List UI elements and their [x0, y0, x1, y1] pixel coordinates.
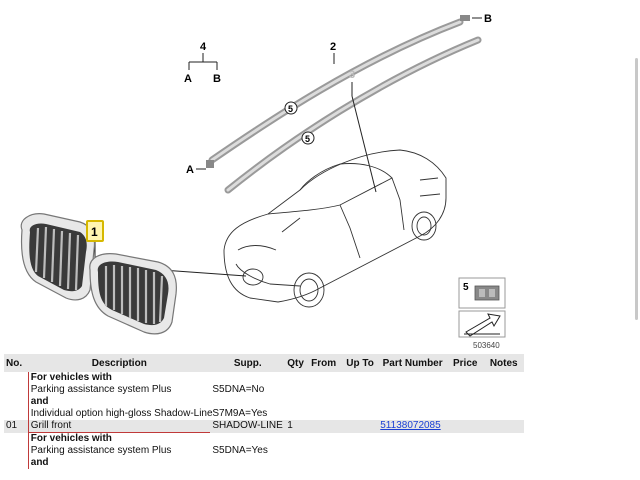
condition-title: For vehicles with [30, 372, 112, 383]
supp-line [212, 433, 283, 445]
cell-part-number: 51138072085 [378, 420, 448, 433]
diagram-reference-number: 503640 [473, 341, 500, 350]
condition-line: Parking assistance system Plus [30, 384, 172, 395]
parts-table: No. Description Supp. Qty From Up To Par… [4, 354, 524, 469]
supp-line [212, 457, 283, 469]
label-part-2: 2 [330, 41, 336, 53]
kidney-grille-drawing [20, 213, 177, 335]
cell-notes [483, 420, 524, 433]
cell-price [447, 420, 484, 433]
condition-line: and [30, 396, 49, 407]
part-1-highlight-box[interactable] [86, 220, 104, 242]
cell-up-to [342, 372, 378, 420]
cell-price [447, 433, 483, 470]
roof-trim-strip-3 [224, 36, 482, 194]
label-a-mid: A [186, 164, 194, 176]
table-row-part[interactable]: 01 Grill front SHADOW-LINE 1 51138072085 [4, 420, 524, 433]
roof-trim-strip-2 [208, 18, 464, 164]
cell-from [305, 433, 341, 470]
header-no: No. [4, 354, 29, 372]
end-cap-a [206, 160, 214, 168]
cell-no: 01 [4, 420, 29, 433]
header-notes: Notes [483, 354, 524, 372]
inset-label-5: 5 [463, 282, 469, 293]
label-part-4: 4 [200, 41, 207, 53]
header-up-to: Up To [341, 354, 379, 372]
header-price: Price [447, 354, 484, 372]
cell-description: For vehicles with Parking assistance sys… [27, 432, 211, 469]
cell-part-number [378, 433, 447, 470]
supp-line: S5DNA=No [212, 384, 265, 395]
label-b-top: B [484, 13, 492, 25]
cell-notes [483, 372, 524, 420]
cell-price [447, 372, 483, 420]
header-part-number: Part Number [378, 354, 448, 372]
end-cap-b [460, 15, 470, 21]
supp-line [212, 396, 283, 408]
header-qty: Qty [285, 354, 306, 372]
header-supp: Supp. [210, 354, 286, 372]
header-description: Description [28, 354, 211, 372]
cell-qty [285, 433, 305, 470]
vertical-scrollbar[interactable] [635, 58, 638, 320]
cell-description: For vehicles with Parking assistance sys… [27, 372, 213, 420]
supp-line [212, 372, 283, 384]
table-header-row: No. Description Supp. Qty From Up To Par… [4, 354, 524, 372]
cell-qty: 1 [285, 420, 306, 433]
car-outline-drawing [223, 149, 447, 308]
header-from: From [305, 354, 342, 372]
cell-no [4, 433, 28, 470]
supp-line: S7M9A=Yes [212, 408, 268, 419]
condition-line: and [30, 457, 49, 468]
label-a-left: A [184, 73, 192, 85]
cell-qty [285, 372, 305, 420]
cell-supp: S5DNA=No S7M9A=Yes [210, 372, 285, 420]
circle-5-lower: 5 [305, 134, 310, 144]
condition-line: Individual option high-gloss Shadow-Line [30, 408, 213, 419]
cell-supp: SHADOW-LINE [210, 420, 286, 433]
cell-description: Grill front [27, 420, 211, 433]
inset-arrow-icon [458, 310, 506, 338]
part-number-link[interactable]: 51138072085 [380, 420, 441, 431]
parts-diagram: B 2 3 4 A B A 5 5 [20, 13, 506, 350]
table-row-condition: For vehicles with Parking assistance sys… [4, 372, 524, 420]
label-part-3: 3 [349, 69, 355, 81]
condition-line: Parking assistance system Plus [30, 445, 172, 456]
cell-notes [483, 433, 524, 470]
circle-5-upper: 5 [288, 104, 293, 114]
condition-title: For vehicles with [30, 433, 112, 444]
label-b-left: B [213, 73, 221, 85]
cell-supp: S5DNA=Yes [210, 433, 285, 470]
cell-part-number [378, 372, 447, 420]
cell-up-to [342, 433, 378, 470]
table-row-condition: For vehicles with Parking assistance sys… [4, 432, 524, 470]
cell-no [4, 372, 28, 420]
inset-clip-detail: 5 [458, 277, 506, 309]
cell-from [305, 372, 341, 420]
cell-from [305, 420, 342, 433]
supp-line: S5DNA=Yes [212, 444, 268, 456]
cell-up-to [341, 420, 379, 433]
label-part-1: 1 [91, 225, 98, 239]
